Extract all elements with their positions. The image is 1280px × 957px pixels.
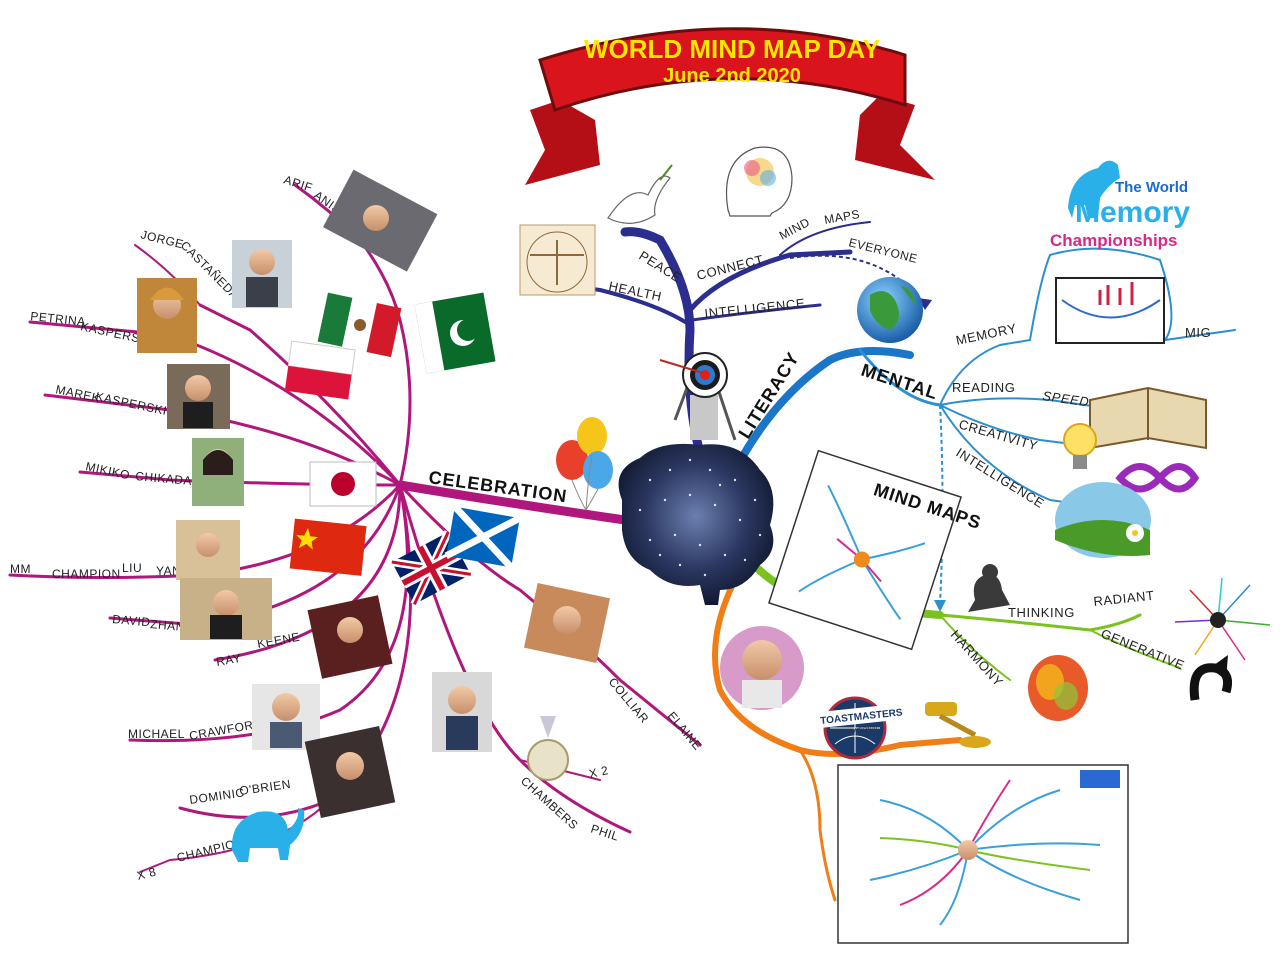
medal-icon bbox=[527, 716, 569, 781]
flag-pakistan-icon bbox=[414, 292, 496, 374]
book-icon bbox=[1089, 386, 1207, 450]
thinker-statue-icon bbox=[968, 564, 1010, 612]
balloons-icon bbox=[556, 417, 613, 511]
mental-intelligence-label: INTELLIGENCE bbox=[953, 445, 1047, 511]
photo-petrina-kasperski bbox=[137, 278, 197, 353]
flag-uk-icon bbox=[391, 530, 472, 607]
title-banner: WORLD MIND MAP DAY June 2nd 2020 bbox=[525, 27, 935, 185]
toastmasters-sub: INTERNATIONAL bbox=[831, 726, 880, 737]
flag-china-icon bbox=[289, 518, 367, 576]
infinity-icon bbox=[1115, 463, 1200, 493]
x2-label: X 2 bbox=[588, 763, 610, 781]
chambers-label: CHAMBERS bbox=[518, 774, 581, 833]
flag-scotland-icon bbox=[444, 504, 522, 570]
daisy-field-icon bbox=[1055, 482, 1151, 558]
david-label: DAVID bbox=[112, 612, 151, 629]
photo-mikiko-chikada bbox=[192, 438, 244, 506]
toastmasters-logo: TOASTMASTERS INTERNATIONAL bbox=[817, 696, 903, 760]
dominic-label: DOMINIC bbox=[188, 785, 245, 807]
memory-graph-icon bbox=[1055, 277, 1165, 344]
mental-to-thinking-arrow bbox=[939, 404, 944, 606]
photo-ray-keene bbox=[307, 595, 393, 679]
photo-liu-yan bbox=[176, 520, 240, 580]
mental-label: MENTAL bbox=[859, 360, 941, 404]
photo-dominic-obrien bbox=[304, 725, 396, 819]
photo-marek-kasperski bbox=[167, 364, 230, 429]
everyone-label: EVERYONE bbox=[847, 235, 919, 266]
globe-icon bbox=[857, 277, 923, 343]
brain-head-icon bbox=[725, 146, 793, 217]
reading-label: READING bbox=[952, 380, 1015, 395]
mig-label: MIG bbox=[1185, 325, 1211, 340]
central-brain-icon bbox=[618, 443, 774, 605]
marek-kasperski-label: KASPERSKI bbox=[94, 389, 168, 418]
wmc-line1: The World bbox=[1115, 179, 1188, 196]
yan-label: YAN bbox=[156, 564, 181, 578]
liu-label: LIU bbox=[122, 561, 142, 575]
thinking-label: THINKING bbox=[1008, 605, 1075, 620]
wmc-line3: Championships bbox=[1050, 231, 1178, 250]
radiant-lines-icon bbox=[1174, 577, 1271, 661]
mind-map-thumbnail: MIND MAPS bbox=[768, 449, 984, 651]
lightbulb-icon bbox=[1063, 423, 1097, 469]
wmc-line2: Memory bbox=[1075, 196, 1190, 229]
tony-buzan-photo bbox=[720, 626, 804, 710]
colorful-brain-icon bbox=[1028, 655, 1088, 721]
arrowhead-down-icon bbox=[934, 600, 946, 612]
generative-arrow-icon bbox=[1189, 655, 1233, 701]
photo-david-zhang bbox=[180, 578, 272, 640]
x8-label: X 8 bbox=[135, 865, 157, 883]
obrien-label: O'BRIEN bbox=[238, 777, 291, 798]
ray-label: RAY bbox=[215, 651, 242, 669]
photo-arif-anis bbox=[323, 169, 438, 272]
intelligence-label: INTELLIGENCE bbox=[704, 295, 806, 320]
speed-label: SPEED bbox=[1042, 388, 1091, 409]
petrina-label: PETRINA bbox=[30, 309, 87, 329]
arif-label: ARIF bbox=[282, 173, 314, 195]
target-archery-icon bbox=[659, 352, 737, 441]
literacy-branch bbox=[726, 247, 1236, 511]
photo-jorge-castaneda bbox=[232, 240, 292, 308]
banner-date: June 2nd 2020 bbox=[663, 65, 801, 87]
photo-michael-crawford bbox=[252, 684, 320, 750]
photo-phil-chambers bbox=[432, 672, 492, 752]
chikada-label: CHIKADA bbox=[135, 469, 193, 488]
creativity-label: CREATIVITY bbox=[957, 416, 1040, 453]
big-mind-map-thumbnail bbox=[837, 764, 1129, 944]
gavel-icon bbox=[925, 702, 991, 748]
vitruvian-man-icon bbox=[519, 224, 596, 296]
mm-label: MM bbox=[10, 562, 31, 576]
generative-label: GENERATIVE bbox=[1099, 626, 1187, 673]
maps-label: MAPS bbox=[823, 207, 861, 227]
radiant-label: RADIANT bbox=[1093, 588, 1155, 609]
flag-japan-icon bbox=[309, 461, 377, 507]
elephant-icon bbox=[231, 808, 305, 862]
harmony-label: HARMONY bbox=[948, 627, 1006, 690]
elaine-label: ELAINE bbox=[665, 709, 705, 753]
photo-elaine-colliar bbox=[523, 583, 611, 663]
flag-poland-icon bbox=[284, 340, 356, 400]
champion-liu-label: CHAMPION bbox=[52, 567, 121, 581]
flag-mexico-icon bbox=[317, 292, 402, 358]
dove-icon bbox=[607, 164, 673, 224]
banner-title: WORLD MIND MAP DAY bbox=[584, 34, 880, 64]
mikiko-label: MIKIKO bbox=[84, 459, 131, 482]
wmc-logo: The World Memory Championships bbox=[1050, 160, 1190, 250]
michael-label: MICHAEL bbox=[128, 727, 185, 741]
